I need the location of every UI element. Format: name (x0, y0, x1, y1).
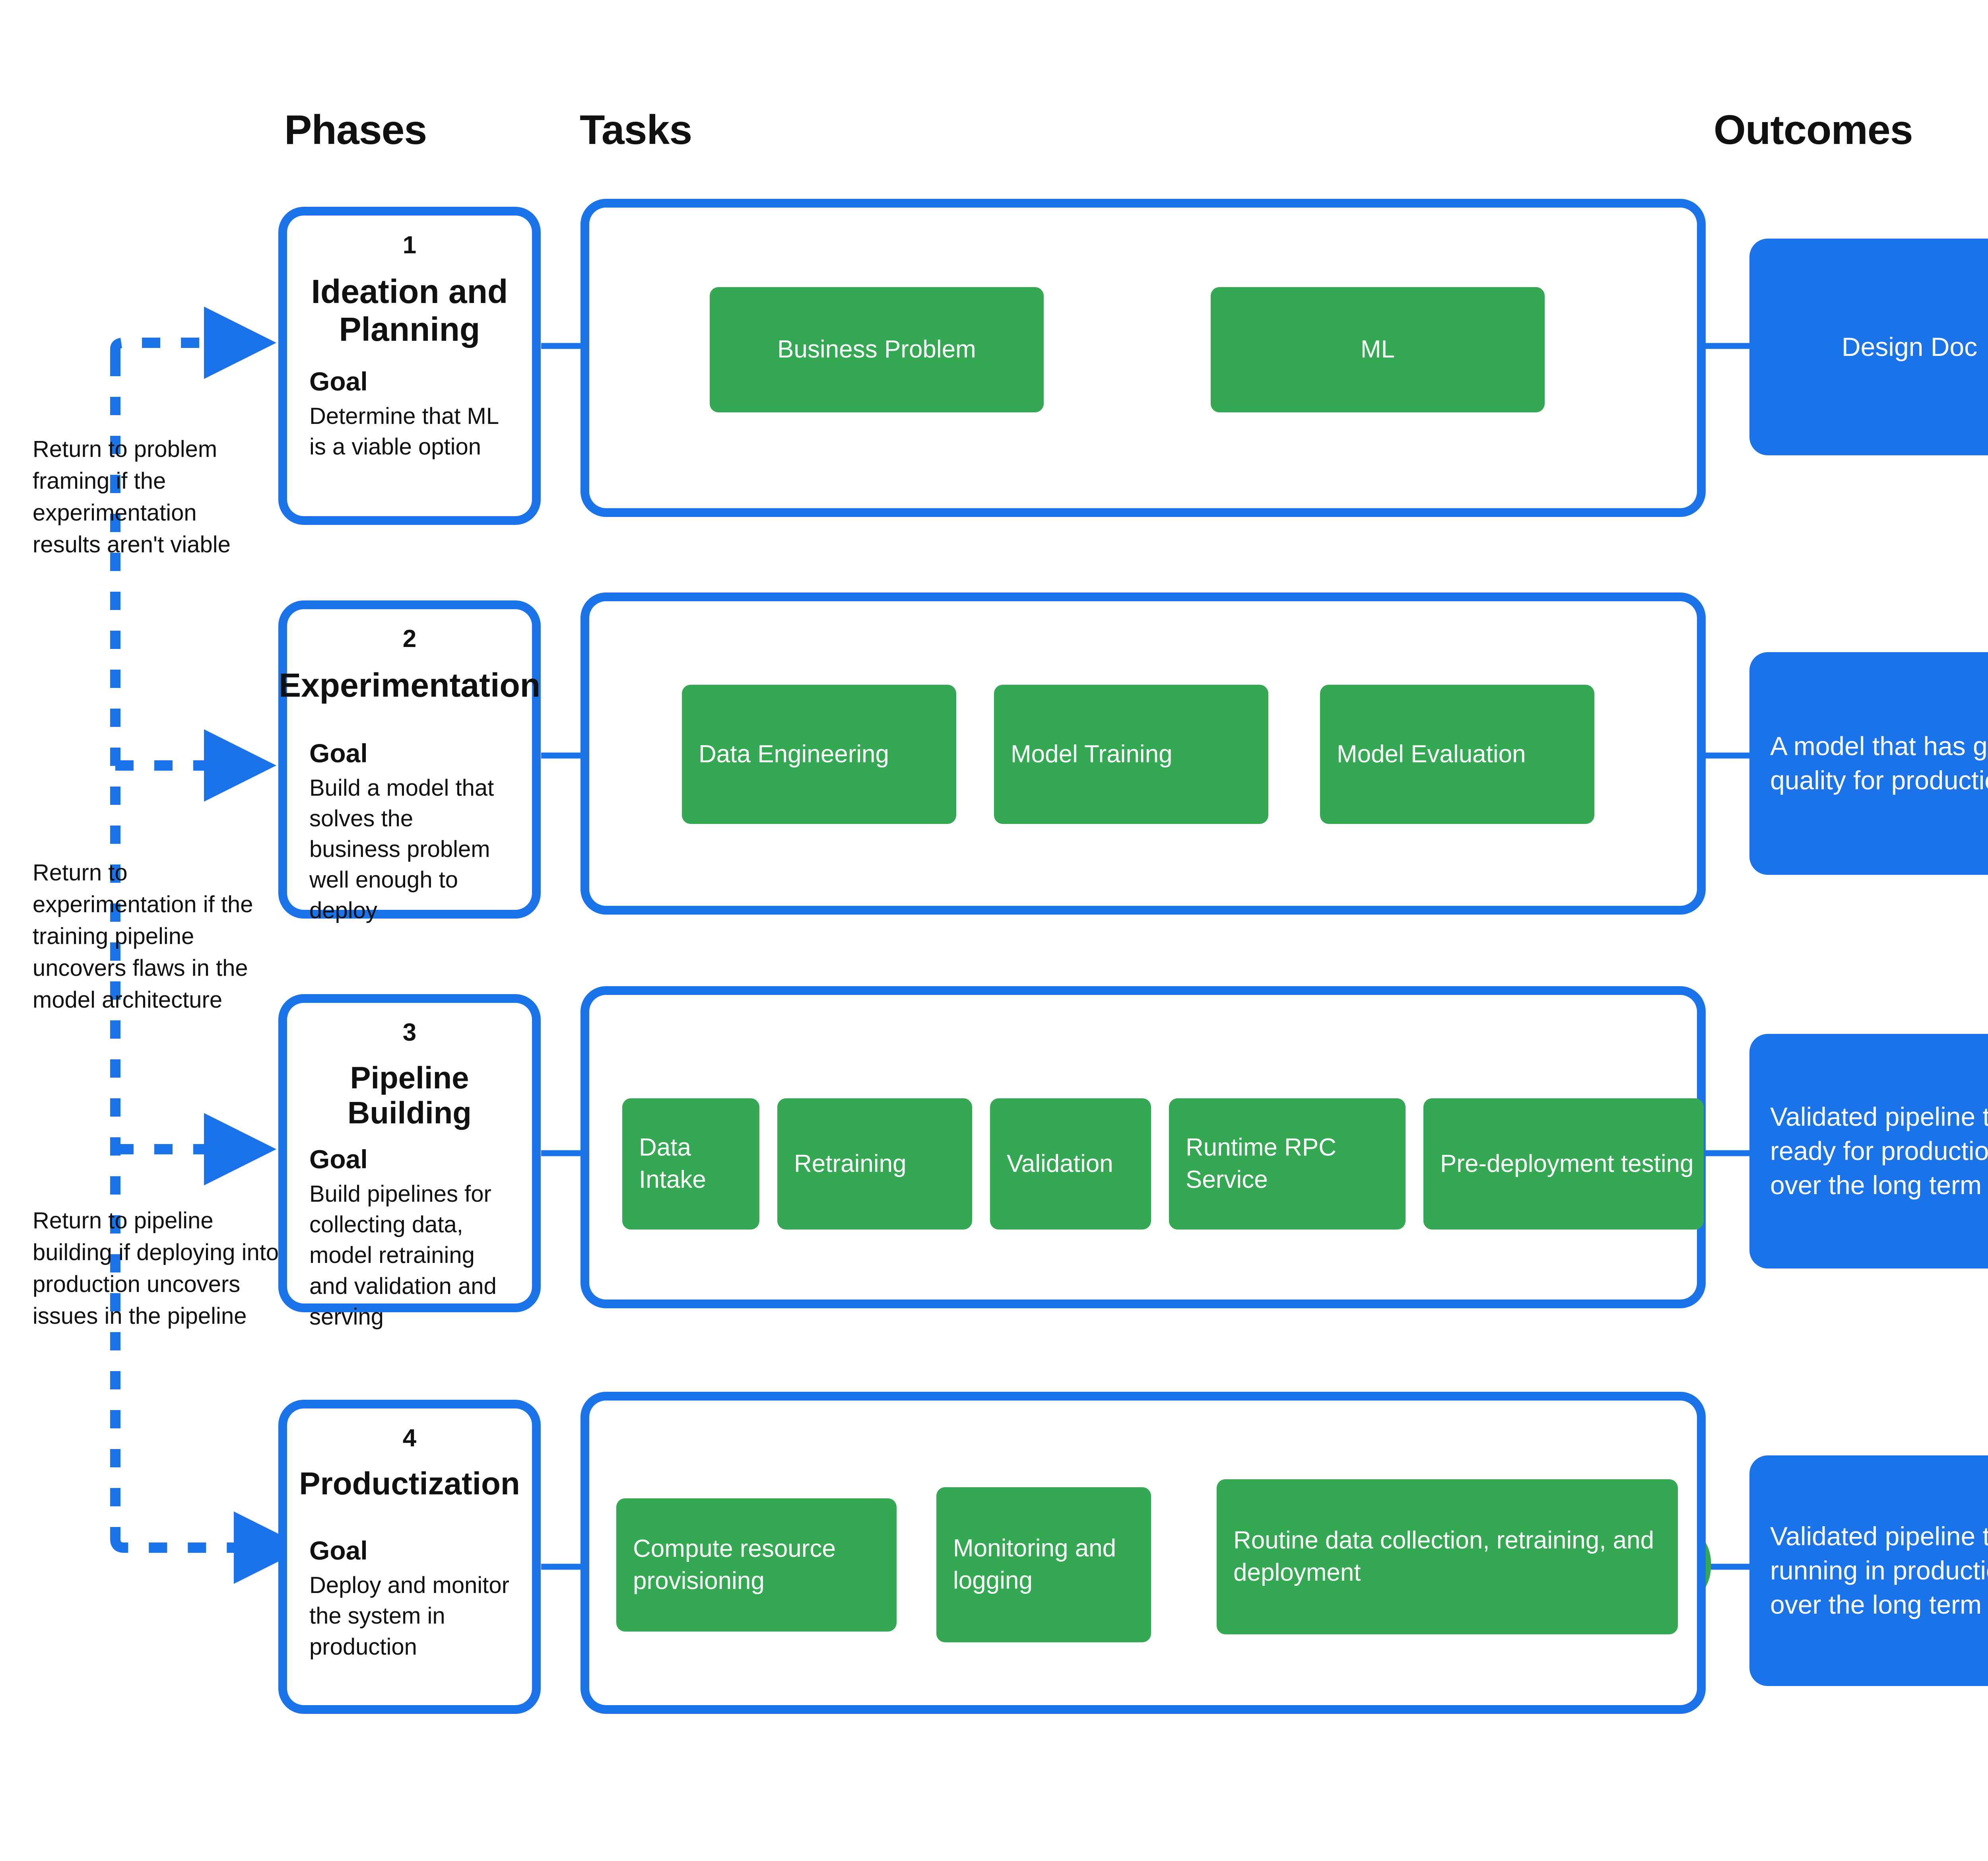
task-box-pre-deployment-testing[interactable]: Pre-deployment testing (1423, 1098, 1704, 1230)
task-box-model-evaluation[interactable]: Model Evaluation (1320, 685, 1594, 824)
phase-goal-label: Goal (309, 366, 368, 396)
phase-card-4[interactable]: 4 Productization Goal Deploy and monitor… (278, 1400, 541, 1714)
phase-number: 1 (402, 231, 417, 259)
phase-goal-text: Build pipelines for collecting data, mod… (309, 1181, 497, 1330)
phase-goal-text: Deploy and monitor the system in product… (309, 1572, 509, 1660)
task-box-ml[interactable]: ML (1211, 287, 1545, 412)
phase-title: Ideation and Planning (311, 273, 508, 348)
phase-number: 3 (402, 1019, 417, 1046)
task-box-retraining[interactable]: Retraining (777, 1098, 972, 1230)
outcome-box-2[interactable]: A model that has good quality for produc… (1749, 652, 1988, 875)
task-box-data-engineering[interactable]: Data Engineering (682, 685, 956, 824)
phase-goal-text: Build a model that solves the business p… (309, 775, 494, 924)
column-header-tasks: Tasks (580, 107, 692, 153)
phase-card-1[interactable]: 1 Ideation and Planning Goal Determine t… (278, 207, 541, 525)
phase-goal-label: Goal (309, 738, 368, 768)
task-box-validation[interactable]: Validation (990, 1098, 1151, 1230)
task-box-compute-resource-provisioning[interactable]: Compute resource provisioning (616, 1498, 897, 1632)
note-return-to-pipeline-building: Return to pipeline building if deploying… (33, 1208, 279, 1329)
phase-to-task-connectors (541, 343, 580, 1570)
phase-goal-block: Goal Deploy and monitor the system in pr… (287, 1536, 532, 1662)
left-feedback-branches (110, 307, 306, 1584)
phase-title: Pipeline Building (348, 1060, 472, 1131)
phase-goal-block: Goal Build a model that solves the busin… (287, 738, 532, 926)
phase-number: 4 (402, 1424, 417, 1452)
phase-title: Productization (299, 1466, 520, 1501)
phase-goal-label: Goal (309, 1536, 368, 1566)
column-header-outcomes: Outcomes (1714, 107, 1913, 153)
task-box-data-intake[interactable]: Data Intake (622, 1098, 759, 1230)
phase-number: 2 (402, 625, 417, 653)
task-box-runtime-rpc-service[interactable]: Runtime RPC Service (1169, 1098, 1406, 1230)
phase-card-3[interactable]: 3 Pipeline Building Goal Build pipelines… (278, 994, 541, 1330)
task-box-monitoring-and-logging[interactable]: Monitoring and logging (936, 1487, 1151, 1642)
task-box-model-training[interactable]: Model Training (994, 685, 1268, 824)
phase-goal-block: Goal Build pipelines for collecting data… (287, 1144, 532, 1332)
phase-goal-block: Goal Determine that ML is a viable optio… (287, 367, 532, 462)
phase-card-2[interactable]: 2 Experimentation Goal Build a model tha… (278, 600, 541, 923)
phase-title: Experimentation (278, 666, 541, 704)
task-box-routine-data-collection[interactable]: Routine data collection, retraining, and… (1217, 1479, 1678, 1634)
phase-goal-label: Goal (309, 1144, 368, 1174)
note-return-to-experimentation-training: Return to experimentation if the trainin… (33, 860, 253, 1013)
phase-goal-text: Determine that ML is a viable option (309, 403, 498, 460)
note-return-to-problem-framing: Return to problem framing if the experim… (33, 436, 231, 558)
outcome-box-4[interactable]: Validated pipeline that's running in pro… (1749, 1455, 1988, 1686)
outcome-box-1[interactable]: Design Doc (1749, 239, 1988, 455)
outcome-box-3[interactable]: Validated pipeline that's ready for prod… (1749, 1034, 1988, 1269)
task-to-outcome-connectors (1706, 343, 1749, 1570)
column-header-phases: Phases (284, 107, 427, 153)
task-box-business-problem[interactable]: Business Problem (710, 287, 1044, 412)
